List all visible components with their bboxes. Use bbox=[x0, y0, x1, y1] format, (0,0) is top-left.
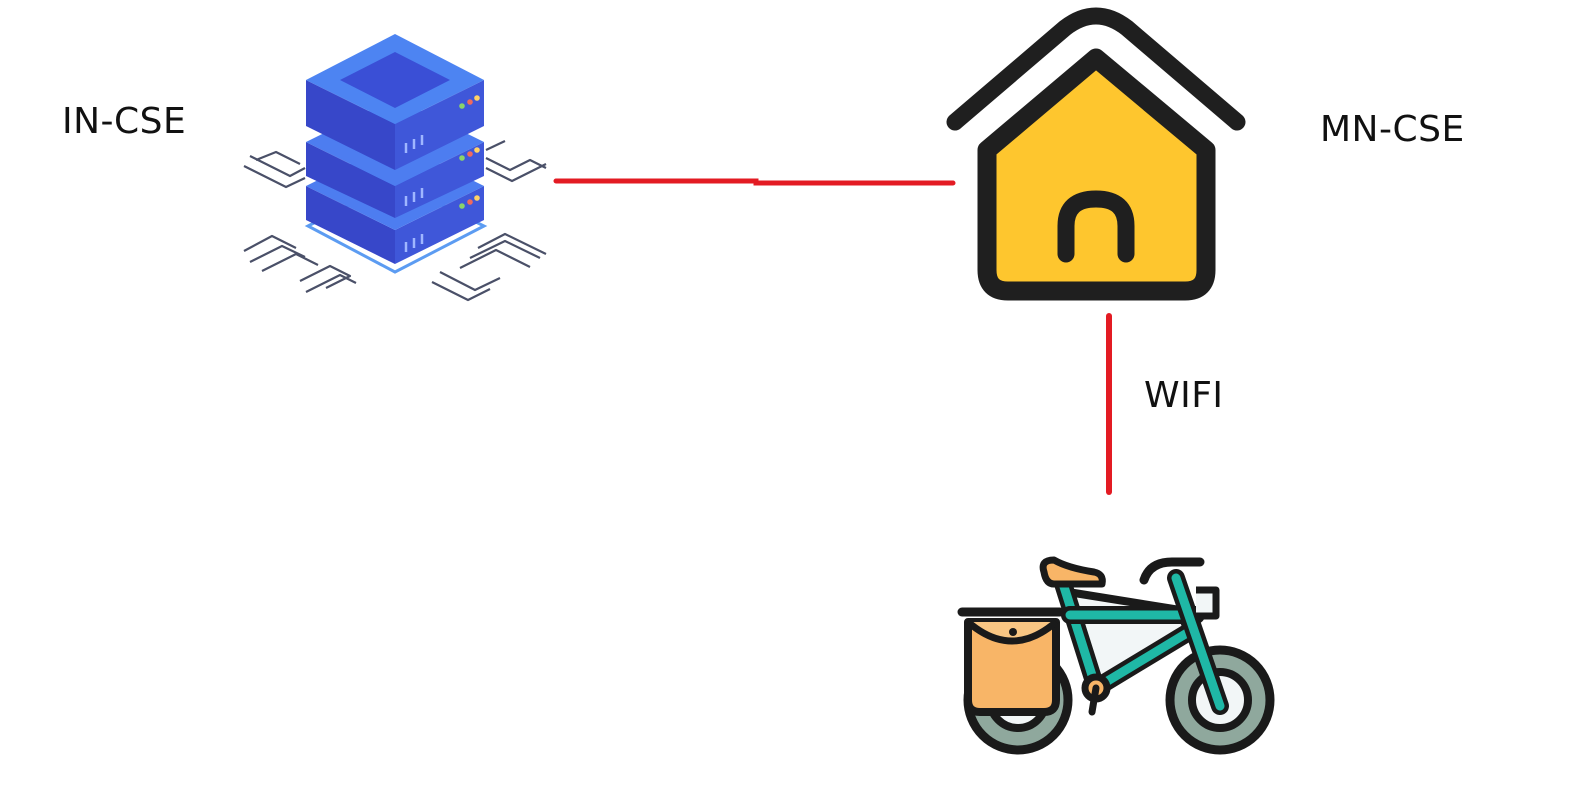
in-cse-label: IN-CSE bbox=[62, 101, 187, 142]
server-stack-icon bbox=[243, 34, 547, 302]
home-gateway-icon bbox=[946, 7, 1246, 301]
electric-bicycle-icon bbox=[957, 556, 1275, 755]
circuit-traces bbox=[243, 140, 547, 302]
wifi-link-label: WIFI bbox=[1144, 375, 1224, 416]
mn-cse-label: MN-CSE bbox=[1320, 109, 1465, 150]
link-in-to-mn bbox=[553, 178, 956, 186]
